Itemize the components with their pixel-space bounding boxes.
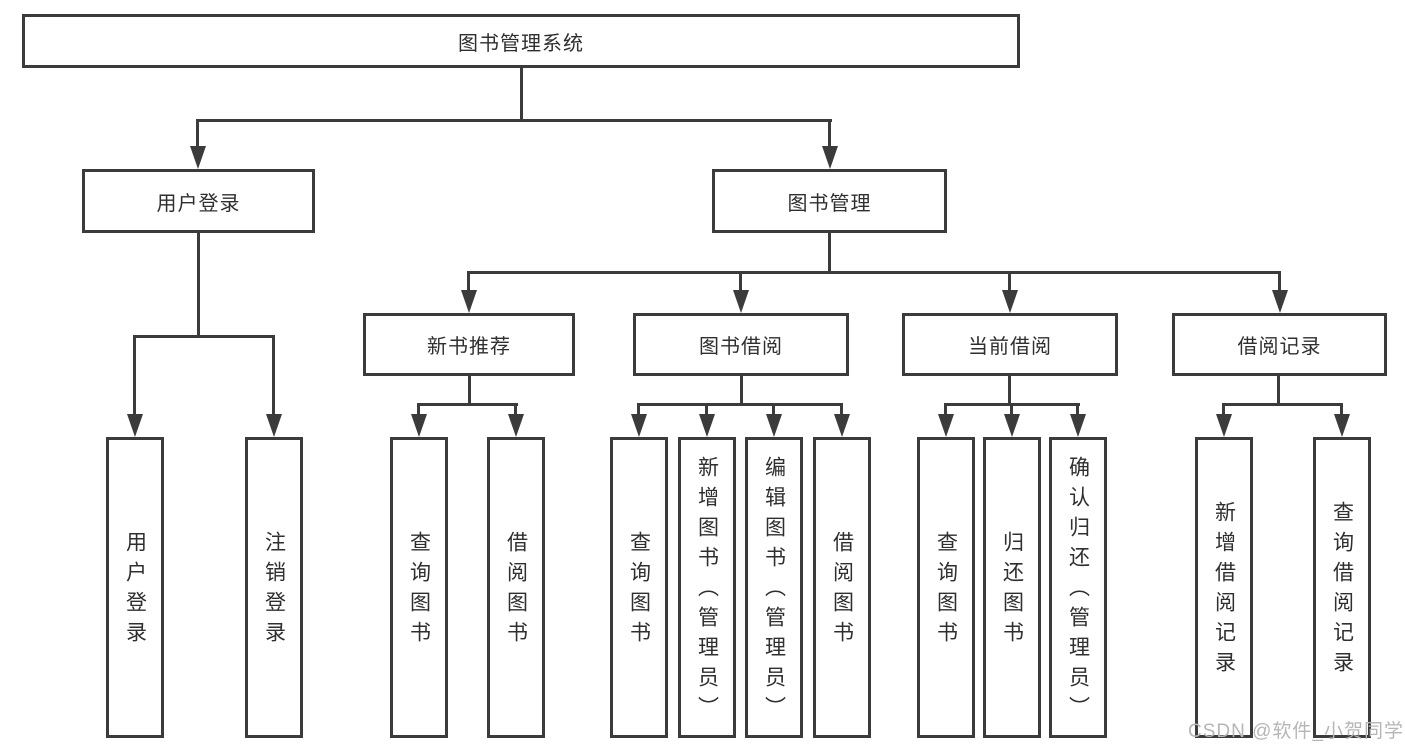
leaf-edit-book-admin: 编辑图书（管理员） <box>745 437 803 738</box>
leaf-user-login: 用户登录 <box>106 437 164 738</box>
arrowhead <box>417 405 420 414</box>
leaf-query-borrow-record: 查询借阅记录 <box>1313 437 1371 738</box>
arrowhead <box>133 337 136 414</box>
arrowhead <box>514 405 517 414</box>
arrowhead <box>840 405 843 414</box>
connector-user-login-stem <box>197 233 200 337</box>
connector-book-management-stem <box>828 233 831 273</box>
leaf-add-book-admin: 新增图书（管理员） <box>678 437 736 738</box>
arrowhead <box>705 405 708 414</box>
connector-borrowing-records-stem <box>1277 376 1280 405</box>
connector-new-book-stem <box>468 376 471 405</box>
node-current-borrowing: 当前借阅 <box>902 313 1118 376</box>
arrowhead <box>1076 405 1079 414</box>
connector-root-stem <box>520 68 523 121</box>
leaf-borrow-books-borrowing: 借阅图书 <box>813 437 871 738</box>
leaf-query-books-borrowing: 查询图书 <box>610 437 668 738</box>
arrowhead <box>944 405 947 414</box>
leaf-return-book: 归还图书 <box>983 437 1041 738</box>
leaf-query-books-current: 查询图书 <box>917 437 975 738</box>
connector-current-borrowing-stem <box>1008 376 1011 405</box>
arrowhead <box>1278 273 1281 290</box>
arrowhead <box>1222 405 1225 414</box>
connector-user-login-bar <box>133 335 275 338</box>
leaf-logout: 注销登录 <box>245 437 303 738</box>
connector-book-management-bar <box>467 271 1281 274</box>
arrowhead <box>637 405 640 414</box>
arrowhead <box>739 273 742 290</box>
arrowhead <box>1010 405 1013 414</box>
leaf-confirm-return-admin: 确认归还（管理员） <box>1049 437 1107 738</box>
node-new-book-recommendation: 新书推荐 <box>363 313 575 376</box>
node-borrowing-records: 借阅记录 <box>1172 313 1387 376</box>
node-book-management: 图书管理 <box>712 169 947 233</box>
leaf-borrow-books-recommend: 借阅图书 <box>487 437 545 738</box>
connector-book-borrowing-stem <box>740 376 743 405</box>
connector-new-book-bar <box>417 403 518 406</box>
connector-root-bar <box>196 119 832 122</box>
connector-borrowing-records-bar <box>1222 403 1343 406</box>
arrowhead <box>467 273 470 290</box>
leaf-add-borrow-record: 新增借阅记录 <box>1195 437 1253 738</box>
node-user-login: 用户登录 <box>82 169 315 233</box>
connector-book-borrowing-bar <box>637 403 843 406</box>
arrowhead <box>196 121 199 146</box>
csdn-watermark: CSDN @软件_小贺同学 <box>1188 721 1404 742</box>
arrowhead <box>772 405 775 414</box>
node-book-borrowing: 图书借阅 <box>633 313 849 376</box>
arrowhead <box>1340 405 1343 414</box>
arrowhead <box>272 337 275 414</box>
arrowhead <box>828 121 831 146</box>
arrowhead <box>1008 273 1011 290</box>
node-library-management-system: 图书管理系统 <box>22 14 1020 68</box>
leaf-query-books-recommend: 查询图书 <box>390 437 448 738</box>
